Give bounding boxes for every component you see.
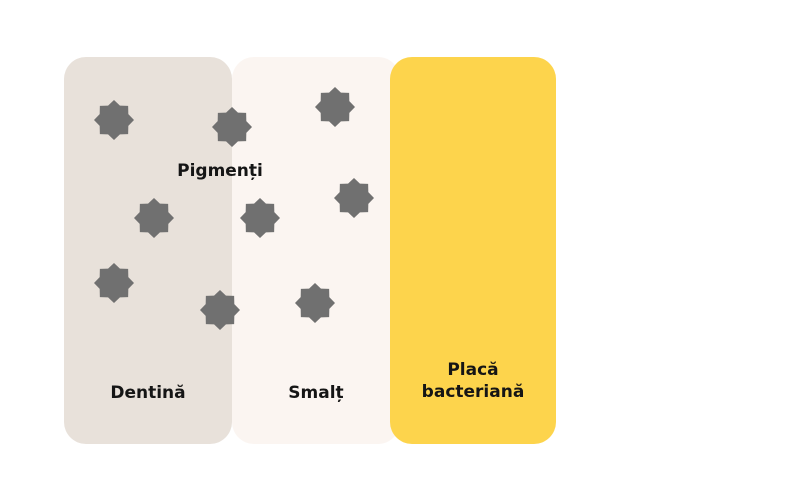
enamel-label: Smalț [288, 383, 344, 403]
pigment-particle-icon [94, 263, 134, 303]
pigment-particle-icon [200, 290, 240, 330]
pigment-particle-icon [212, 107, 252, 147]
dentin-label: Dentină [110, 383, 186, 403]
pigment-particle-icon [315, 87, 355, 127]
pigment-particle-icon [240, 198, 280, 238]
pigment-particle-icon [134, 198, 174, 238]
plaque-label-line1: Placă [447, 360, 499, 380]
pigment-particle-icon [334, 178, 374, 218]
pigment-particle-icon [94, 100, 134, 140]
pigment-particle-icon [295, 283, 335, 323]
plaque-label: Placă bacteriană [390, 359, 556, 403]
pigment-label: Pigmenți [177, 161, 263, 181]
dentin-layer: Dentină [64, 57, 232, 444]
enamel-layer: Smalț [232, 57, 400, 444]
plaque-layer: Placă bacteriană [390, 57, 556, 444]
plaque-label-line2: bacteriană [421, 382, 525, 402]
